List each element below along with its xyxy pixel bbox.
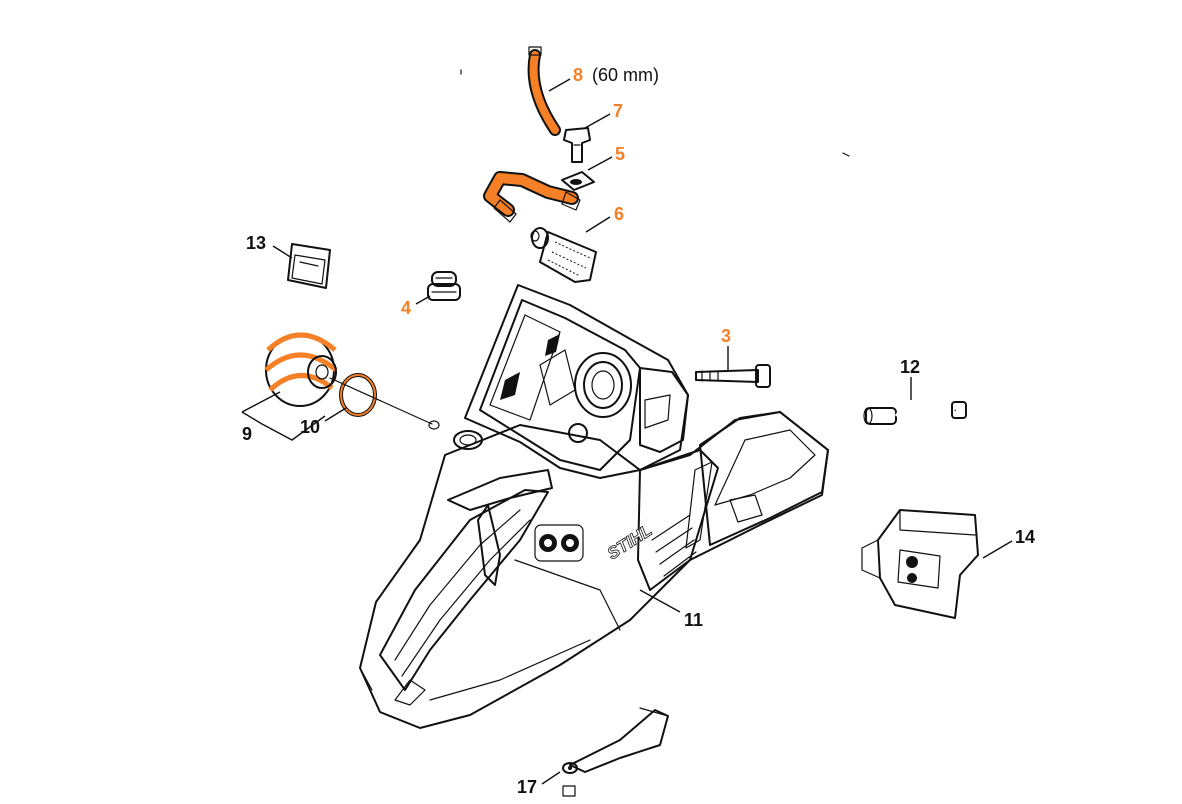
- suction-hose: [483, 171, 581, 223]
- callout-10: 10: [300, 417, 320, 437]
- callout-13: 13: [246, 233, 266, 253]
- callout-17: 17: [517, 777, 537, 797]
- callout-14: 14: [1015, 527, 1035, 547]
- leader-5: [587, 156, 613, 171]
- callout-5: 5: [615, 144, 625, 164]
- callout-4: 4: [401, 298, 411, 318]
- speck-mark: [842, 152, 850, 157]
- stihl-logo: STIHL: [604, 521, 656, 564]
- part-4-plug: [427, 271, 461, 301]
- part-rod: [329, 377, 433, 425]
- callout-8: 8: [573, 65, 583, 85]
- part-6-fuel-filter: [530, 227, 597, 283]
- callout-11: 11: [684, 610, 703, 630]
- part-8-fuel-hose: [527, 46, 561, 136]
- callout-9: 9: [242, 424, 252, 444]
- part-11-housing: [359, 284, 829, 729]
- leader-6: [585, 216, 611, 233]
- leader-10: [324, 407, 347, 422]
- callout-12: 12: [900, 357, 920, 377]
- leader-14: [982, 540, 1013, 559]
- part-12-spring: [863, 401, 967, 426]
- leader-13: [272, 245, 293, 259]
- leader-9: [241, 391, 326, 441]
- callout-8-note: (60 mm): [592, 65, 659, 85]
- part-7-connector: [563, 127, 591, 163]
- part-13-cap: [287, 243, 331, 289]
- part-9-av-element: [264, 332, 338, 407]
- leader-8: [548, 78, 571, 92]
- leader-11: [639, 589, 681, 613]
- leader-4: [415, 295, 431, 305]
- part-5-grommet: [561, 171, 595, 191]
- leader-17: [541, 771, 561, 785]
- callout-6: 6: [614, 204, 624, 224]
- part-14-side-cover: [861, 509, 979, 619]
- callout-3: 3: [721, 326, 731, 346]
- part-17-bracket: [562, 707, 669, 797]
- leader-7: [584, 113, 611, 129]
- callout-7: 7: [613, 101, 623, 121]
- part-3-bolt: [695, 364, 771, 388]
